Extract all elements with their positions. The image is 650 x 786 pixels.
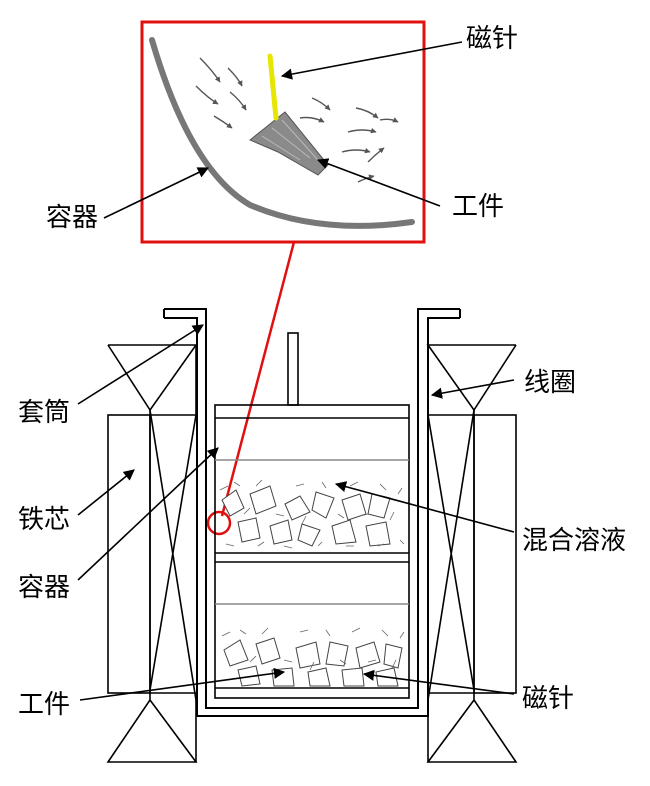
sleeve	[163, 308, 461, 717]
iron-core-right	[473, 414, 517, 694]
mixture-upper	[221, 485, 391, 547]
zoom-inset	[140, 20, 426, 244]
iron-core-left	[107, 414, 151, 694]
inset-container-wall	[149, 37, 415, 229]
leader-sleeve	[77, 324, 204, 405]
apparatus	[106, 308, 518, 763]
leader-coil	[430, 379, 515, 399]
leader-workpiece	[79, 667, 286, 701]
zoom-circle	[206, 510, 232, 536]
mixture-lower	[223, 637, 403, 687]
leader-needle	[362, 669, 515, 695]
leader-inset-needle	[280, 41, 463, 80]
label-sleeve: 套筒	[18, 398, 71, 428]
label-container: 容器	[18, 573, 71, 603]
label-workpiece: 工件	[18, 690, 71, 720]
coil-left	[106, 344, 198, 763]
inset-workpiece-texture	[261, 119, 319, 161]
mixture-upper-needles	[219, 479, 405, 549]
leader-container	[77, 447, 219, 581]
label-mixed-solution: 混合溶液	[522, 526, 627, 556]
zoom-connector-line	[220, 241, 296, 517]
inset-workpiece-shape	[249, 111, 329, 176]
label-iron-core: 铁芯	[18, 505, 71, 535]
leader-iron-core	[77, 469, 135, 516]
label-inset-workpiece: 工件	[452, 192, 505, 222]
leader-mixed-solution	[334, 481, 515, 533]
label-needle: 磁针	[522, 684, 575, 714]
rod	[287, 332, 299, 406]
coil-right	[426, 344, 518, 763]
mixture-lower-needles	[221, 627, 405, 671]
label-coil: 线圈	[524, 368, 577, 398]
label-inset-needle: 磁针	[466, 24, 519, 54]
leader-inset-workpiece	[316, 158, 441, 207]
leaders	[77, 41, 515, 701]
inset-needle-shape	[267, 53, 279, 121]
container	[214, 404, 410, 699]
leader-inset-container	[103, 167, 210, 219]
label-inset-container: 容器	[46, 203, 99, 233]
